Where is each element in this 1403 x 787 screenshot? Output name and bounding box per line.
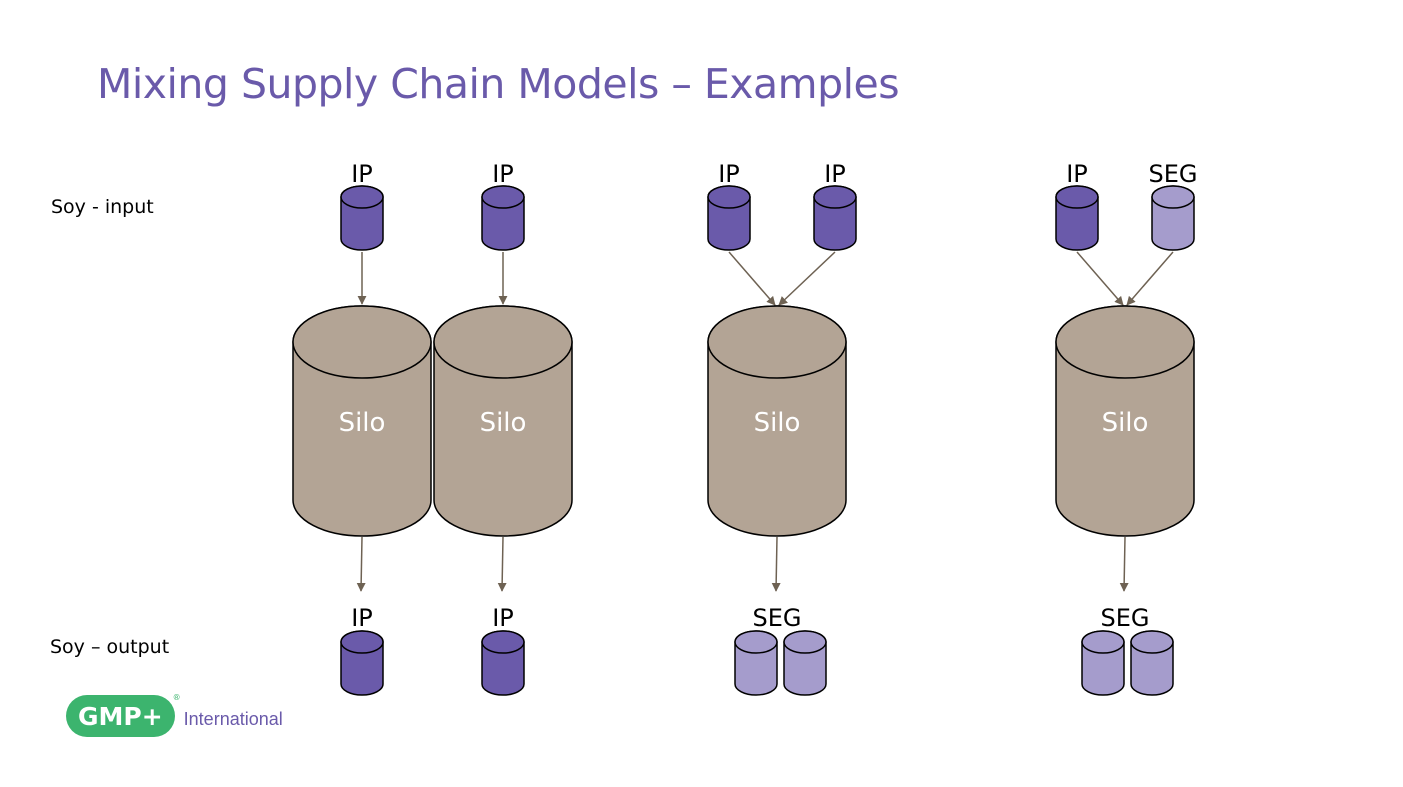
example-4-output-label: SEG [1101, 604, 1150, 632]
example-2-output-arrow [497, 536, 507, 592]
example-3-silo [707, 305, 847, 537]
example-3-input-1-container [707, 185, 751, 251]
example-3-input-1-label: IP [718, 160, 740, 188]
example-1-silo-label: Silo [339, 408, 386, 438]
example-3-input-2-container [813, 185, 857, 251]
example-2-silo-label: Silo [480, 408, 527, 438]
example-4-input-2-container [1151, 185, 1195, 251]
example-2-output-container-1-top [481, 630, 525, 654]
gmp-badge: GMP+ ® [66, 693, 181, 737]
example-1-silo-top [292, 305, 432, 379]
example-4-output-container-1 [1081, 630, 1125, 696]
example-2-output-label: IP [492, 604, 514, 632]
example-4-silo-label: Silo [1102, 408, 1149, 438]
row-label-input: Soy - input [51, 196, 154, 218]
example-4-output-arrow [1119, 536, 1129, 592]
example-2-silo-top [433, 305, 573, 379]
example-4-input-2-label: SEG [1149, 160, 1198, 188]
example-3-silo-top [707, 305, 847, 379]
example-1-output-label: IP [351, 604, 373, 632]
example-4-input-2-arrow [1126, 251, 1174, 306]
example-3-silo-label: Silo [754, 408, 801, 438]
example-2-input-1-container-top [481, 185, 525, 209]
example-4-output-container-1-top [1081, 630, 1125, 654]
example-1-input-1-container [340, 185, 384, 251]
row-label-output: Soy – output [50, 636, 170, 658]
example-3-input-1-arrow [728, 251, 776, 306]
example-4-output-container-2 [1130, 630, 1174, 696]
example-3-output-label: SEG [753, 604, 802, 632]
example-2-input-1-label: IP [492, 160, 514, 188]
page-title: Mixing Supply Chain Models – Examples [97, 60, 900, 108]
example-4-silo-top [1055, 305, 1195, 379]
example-1-input-1-container-top [340, 185, 384, 209]
example-4-input-1-arrow [1076, 251, 1124, 306]
example-3-output-container-2-top [783, 630, 827, 654]
example-3-input-1-container-top [707, 185, 751, 209]
example-2-silo [433, 305, 573, 537]
example-3-input-2-label: IP [824, 160, 846, 188]
registered-mark: ® [172, 693, 181, 702]
example-4-input-1-container-top [1055, 185, 1099, 209]
example-4-output-container-2-top [1130, 630, 1174, 654]
example-4-input-2-container-top [1151, 185, 1195, 209]
example-1-output-container-1 [340, 630, 384, 696]
example-4-silo [1055, 305, 1195, 537]
gmp-logo: GMP+ ® International [66, 693, 283, 737]
example-3-output-arrow [771, 536, 781, 592]
example-3-output-container-1 [734, 630, 778, 696]
example-1-input-1-label: IP [351, 160, 373, 188]
example-1-silo [292, 305, 432, 537]
gmp-sub-text: International [183, 708, 283, 729]
example-4-input-1-label: IP [1066, 160, 1088, 188]
example-3-input-2-container-top [813, 185, 857, 209]
example-1-output-container-1-top [340, 630, 384, 654]
example-2-output-container-1 [481, 630, 525, 696]
example-2-input-1-container [481, 185, 525, 251]
example-1-output-arrow [356, 536, 366, 592]
example-3-output-container-2 [783, 630, 827, 696]
example-3-input-2-arrow [778, 251, 836, 306]
example-4-input-1-container [1055, 185, 1099, 251]
gmp-badge-text: GMP+ [78, 701, 163, 731]
example-3-output-container-1-top [734, 630, 778, 654]
